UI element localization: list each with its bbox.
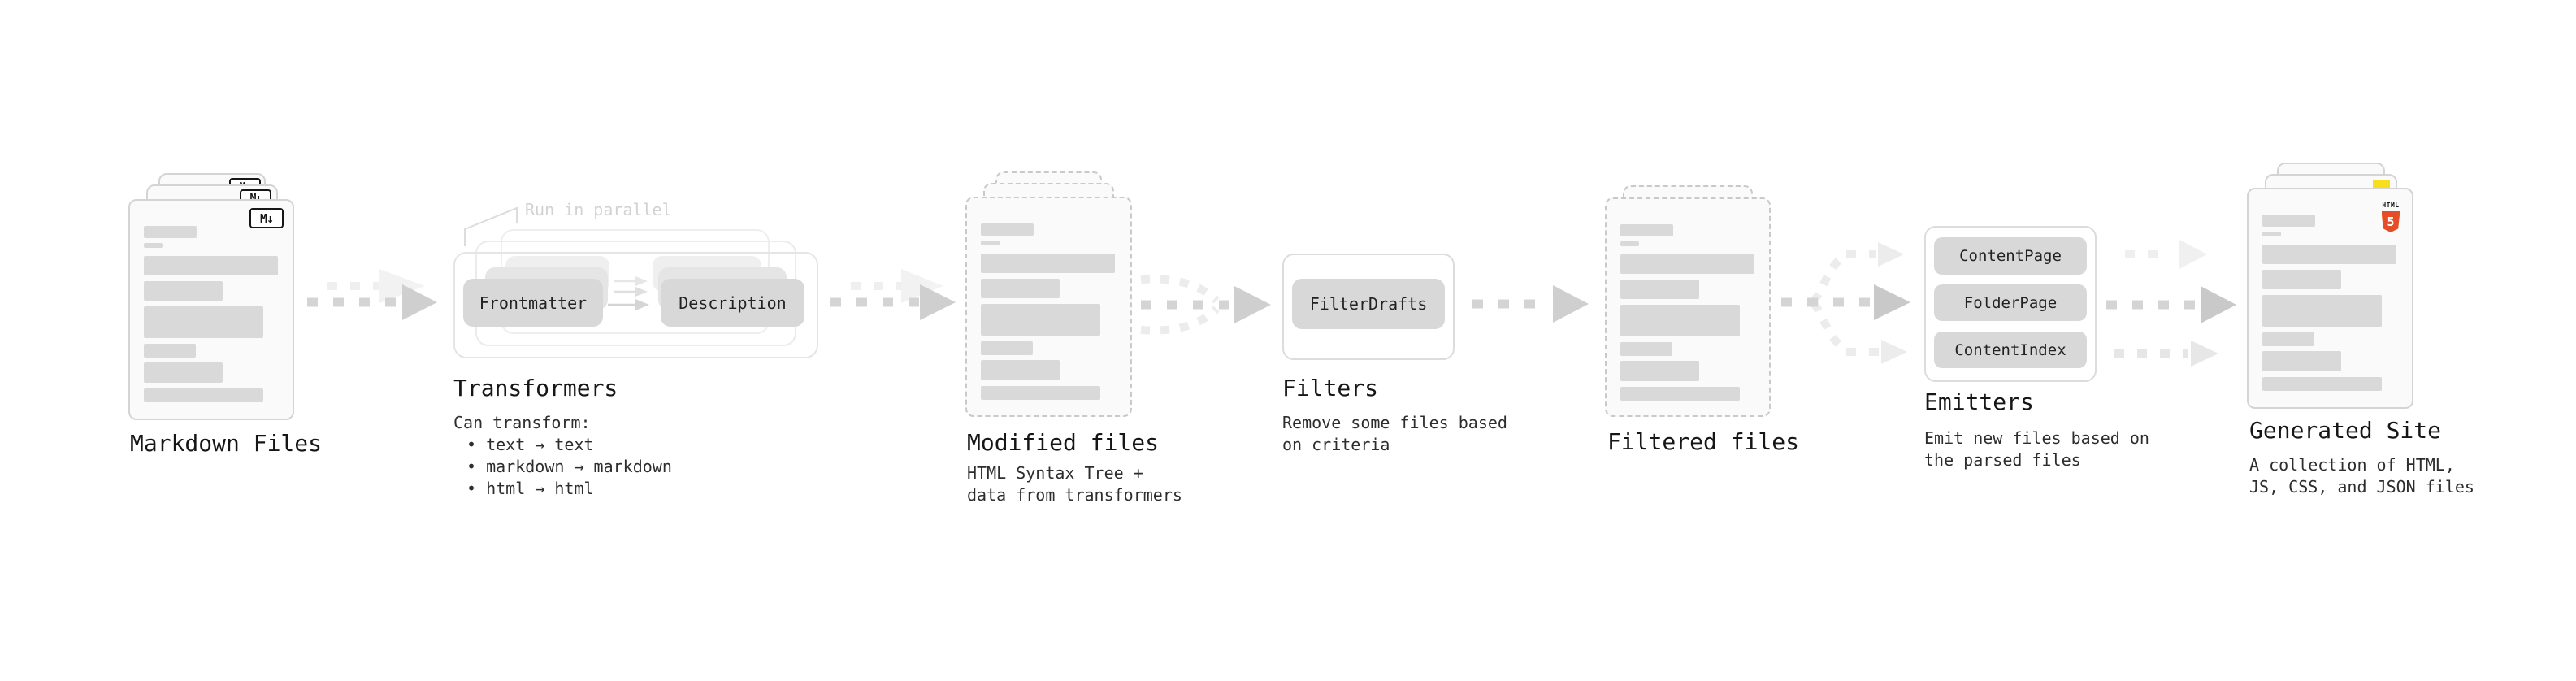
doc-line-bar <box>2262 215 2315 227</box>
frontmatter-node: Frontmatter <box>463 279 603 327</box>
doc-line-bar <box>1620 387 1740 401</box>
doc-line-bar <box>981 360 1060 380</box>
stage-label-transformers: Transformers <box>453 375 618 401</box>
generated-doc-html: HTML 5 <box>2247 188 2413 409</box>
desc-line: HTML Syntax Tree + <box>967 463 1143 483</box>
js-icon <box>2373 180 2390 189</box>
stage-desc-emitters: Emit new files based on the parsed files <box>1924 427 2149 471</box>
desc-line: • markdown → markdown <box>466 457 672 476</box>
doc-line-bar <box>2262 270 2341 289</box>
doc-line-bar <box>144 256 278 275</box>
arrow-modified-to-filters <box>1140 275 1271 335</box>
doc-line-bar <box>2262 245 2396 264</box>
description-node: Description <box>661 279 804 327</box>
stage-desc-generated-site: A collection of HTML, JS, CSS, and JSON … <box>2249 454 2474 498</box>
desc-line: Can transform: <box>453 413 591 432</box>
doc-line-bar <box>1620 254 1754 274</box>
doc-line-bar <box>981 254 1115 273</box>
stage-desc-filters: Remove some files based on criteria <box>1282 412 1507 456</box>
markdown-icon: M↓ <box>249 208 284 228</box>
doc-line-bar <box>1620 224 1673 236</box>
stage-desc-transformers: Can transform: • text → text • markdown … <box>453 412 672 500</box>
doc-line-bar <box>144 344 196 358</box>
desc-line: on criteria <box>1282 435 1390 454</box>
markdown-file-doc-front: M↓ <box>128 199 294 420</box>
doc-line-bar <box>981 304 1100 336</box>
stage-desc-modified-files: HTML Syntax Tree + data from transformer… <box>967 462 1182 506</box>
doc-line-bar <box>1620 361 1699 381</box>
desc-line: data from transformers <box>967 485 1182 505</box>
desc-line: JS, CSS, and JSON files <box>2249 477 2474 497</box>
arrow-markdown-to-transformers <box>307 269 437 320</box>
desc-line: the parsed files <box>1924 450 2081 470</box>
desc-line: • text → text <box>466 435 594 454</box>
doc-line-bar <box>144 388 263 402</box>
stage-label-emitters: Emitters <box>1924 388 2034 415</box>
html5-icon-shield: 5 <box>2381 211 2400 232</box>
stage-label-filtered-files: Filtered files <box>1607 428 1800 455</box>
stage-label-modified-files: Modified files <box>967 429 1160 456</box>
transformer-run-front <box>453 252 818 358</box>
doc-line-bar <box>2262 232 2281 236</box>
contentindex-node: ContentIndex <box>1934 332 2087 368</box>
run-in-parallel-annotation: Run in parallel <box>525 200 672 219</box>
doc-line-bar <box>2262 351 2341 371</box>
doc-line-bar <box>144 362 223 383</box>
stage-label-generated-site: Generated Site <box>2249 417 2442 444</box>
stage-label-markdown-files: Markdown Files <box>130 430 323 457</box>
doc-line-bar <box>1620 342 1672 356</box>
arrow-transformers-to-modified <box>830 269 956 320</box>
filtered-file-doc-front <box>1605 197 1771 417</box>
doc-line-bar <box>144 281 223 301</box>
desc-line: • html → html <box>466 479 594 498</box>
doc-line-bar <box>1620 305 1740 336</box>
doc-line-bar <box>2262 332 2314 346</box>
doc-line-bar <box>144 306 263 338</box>
doc-line-bar <box>981 386 1100 400</box>
doc-line-bar <box>981 241 1000 245</box>
contentpage-node: ContentPage <box>1934 237 2087 275</box>
doc-line-bar <box>144 243 163 248</box>
html5-icon-label: HTML <box>2382 202 2400 209</box>
arrows-emitters-to-generated <box>2106 240 2236 367</box>
doc-line-bar <box>1620 241 1639 246</box>
desc-line: Remove some files based <box>1282 413 1507 432</box>
doc-line-bar <box>2262 295 2382 327</box>
doc-line-bar <box>981 341 1033 355</box>
folderpage-node: FolderPage <box>1934 284 2087 321</box>
doc-line-bar <box>144 226 197 238</box>
doc-line-bar <box>1620 280 1699 299</box>
arrow-filtered-to-emitters <box>1781 242 1910 364</box>
desc-line: A collection of HTML, <box>2249 455 2455 475</box>
stage-label-filters: Filters <box>1282 375 1379 401</box>
desc-line: Emit new files based on <box>1924 428 2149 448</box>
doc-line-bar <box>2262 377 2382 391</box>
doc-line-bar <box>981 279 1060 298</box>
arrow-filters-to-filtered <box>1472 285 1589 323</box>
html5-icon: HTML 5 <box>2379 195 2403 232</box>
doc-line-bar <box>981 223 1034 236</box>
modified-file-doc-front <box>965 197 1132 417</box>
filterdrafts-node: FilterDrafts <box>1292 279 1445 329</box>
